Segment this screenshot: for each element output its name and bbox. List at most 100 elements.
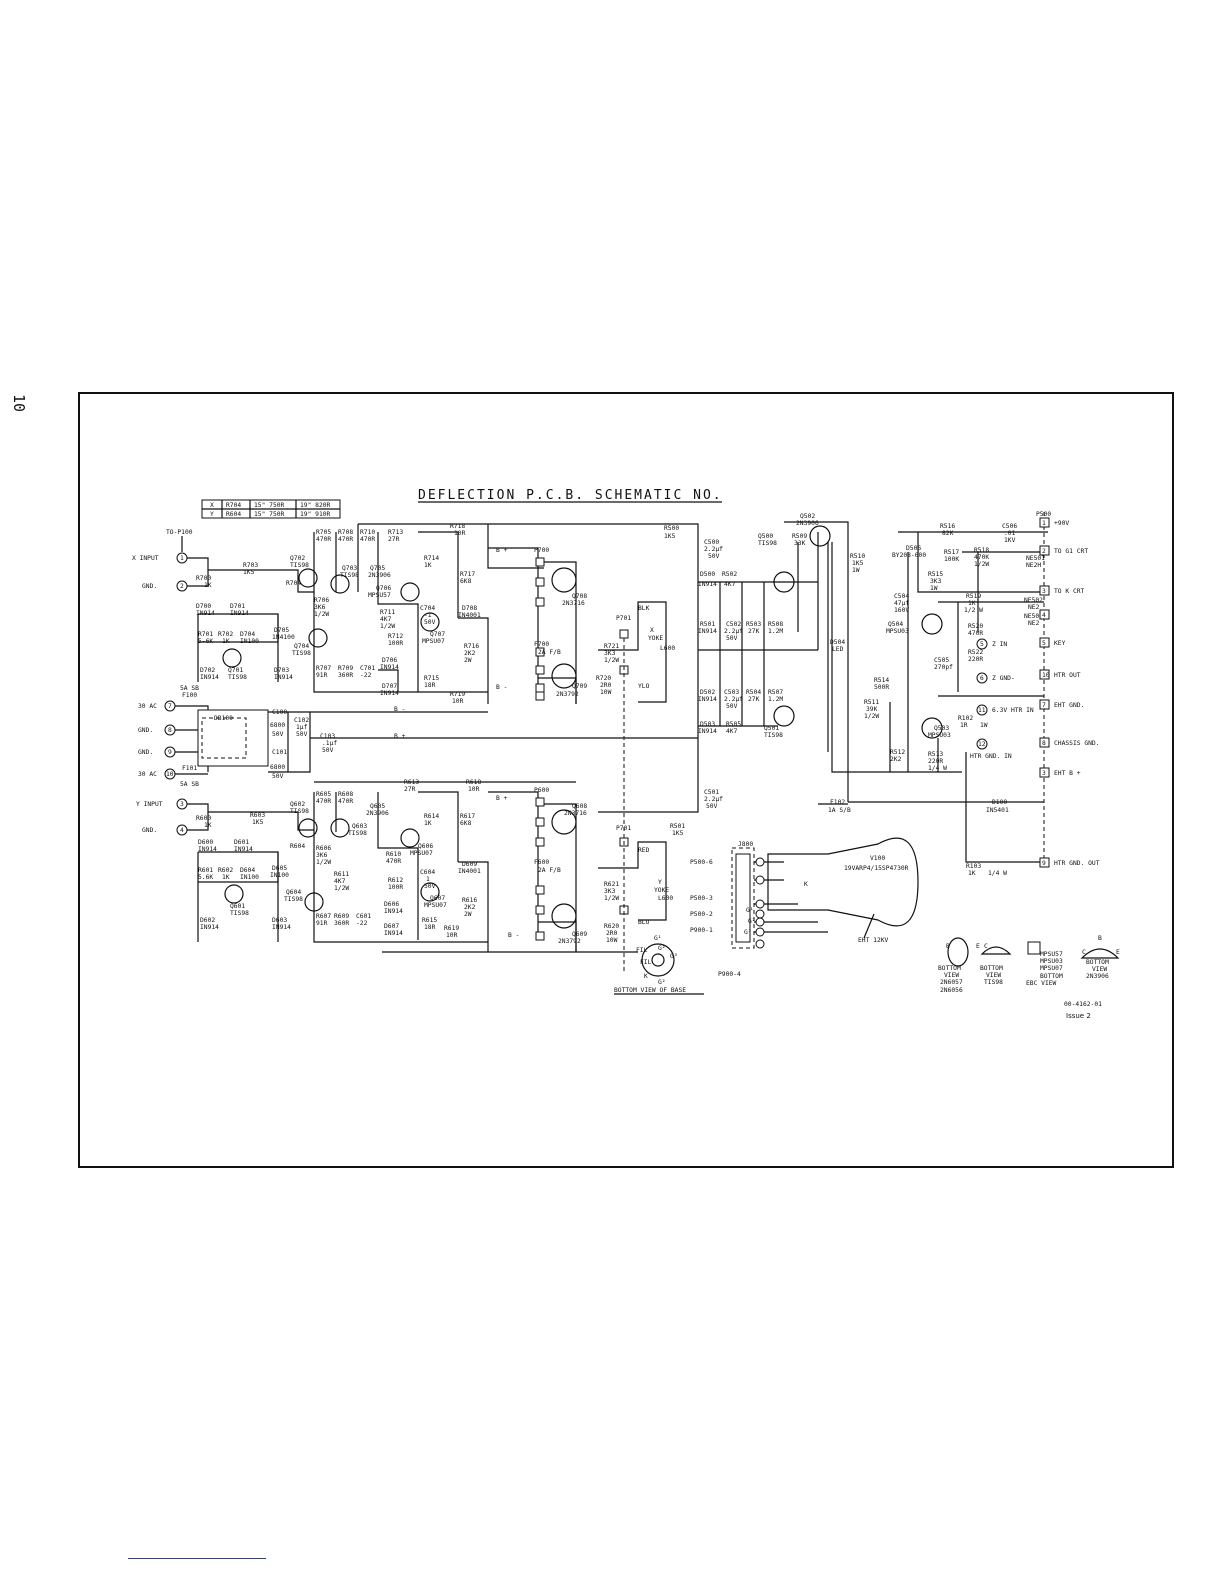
component-label: R702: [218, 631, 233, 638]
component-label: MPSU57: [1040, 951, 1063, 958]
p500-pin-pad: [1039, 669, 1050, 680]
schematic-drawing: DEFLECTION P.C.B. SCHEMATIC NO. X R704 1…: [132, 488, 1120, 1020]
p500-pin-pad: [1039, 699, 1050, 710]
component-label: 1K: [222, 638, 230, 645]
component-label: P600: [534, 787, 549, 794]
component-label: 47μf: [894, 600, 909, 607]
component-label: R617: [460, 813, 475, 820]
component-label: F100: [182, 692, 197, 699]
pin-label: 12: [978, 741, 986, 748]
component-label: Q707: [430, 631, 445, 638]
component-label: MPSU03: [928, 732, 951, 739]
component-label: 1K: [968, 870, 976, 877]
component-label: 1K: [204, 822, 212, 829]
component-label: C604: [420, 869, 435, 876]
component-label: G²: [658, 979, 666, 986]
component-label: 1K: [222, 874, 230, 881]
component-label: G³: [744, 929, 752, 936]
component-label: Q609: [572, 931, 587, 938]
component-label: Q704: [294, 643, 309, 650]
component-label: 10R: [446, 932, 458, 939]
component-label: R605: [316, 791, 331, 798]
component-label: 19VARP4/15SP4730R: [844, 865, 909, 872]
component-label: R504: [746, 689, 761, 696]
component-label: 10W: [606, 937, 618, 944]
component-label: R608: [338, 791, 353, 798]
component-label: B: [1098, 935, 1102, 942]
table-cell: Y: [210, 511, 214, 518]
component-label: 360R: [338, 672, 353, 679]
component-label: 220R: [928, 758, 943, 765]
doc-number: 00-4162-01: [1064, 1001, 1102, 1008]
p500-pin-label: CHASSIS GND.: [1054, 740, 1100, 747]
component-label: IN914: [698, 728, 717, 735]
component-label: IN914: [272, 924, 291, 931]
component-label: VIEW: [1092, 966, 1107, 973]
component-label: IN100: [270, 872, 289, 879]
table-cell: R604: [226, 511, 241, 518]
gnd-label: GND.: [142, 827, 157, 834]
component-label: D701: [230, 603, 245, 610]
component-label: 500R: [874, 684, 889, 691]
component-label: 91R: [316, 672, 328, 679]
component-label: 2A F/B: [538, 867, 561, 874]
pin-label: 2: [180, 583, 184, 590]
component-label: 1W: [980, 722, 988, 729]
component-label: D705: [274, 627, 289, 634]
component-label: G²: [658, 945, 666, 952]
component-label: TIS98: [758, 540, 777, 547]
component-label: 91R: [316, 920, 328, 927]
component-label: 1K: [204, 582, 212, 589]
component-label: F600: [534, 859, 549, 866]
component-label: 100R: [388, 640, 403, 647]
component-label: R703: [243, 562, 258, 569]
p500-3-label: P500-3: [690, 895, 713, 902]
component-label: R714: [424, 555, 439, 562]
component-label: MPSU03: [1040, 958, 1063, 965]
component-label: NE2H: [1026, 562, 1041, 569]
component-label: 1N4100: [272, 634, 295, 641]
component-label: 1: [426, 876, 430, 883]
component-label: 470R: [968, 630, 983, 637]
y-channel-wiring: [187, 781, 667, 953]
component-label: R607: [316, 913, 331, 920]
component-label: 2N3906: [368, 572, 391, 579]
component-label: FIL: [636, 947, 648, 954]
component-label: 39K: [866, 706, 878, 713]
component-label: C102: [294, 717, 309, 724]
component-label: 1.2M: [768, 696, 783, 703]
p500-pin-number: 8: [1042, 740, 1046, 747]
component-label: R711: [380, 609, 395, 616]
component-label: G²: [748, 918, 756, 925]
component-label: D609: [462, 861, 477, 868]
p500-6-label: P500-6: [690, 859, 713, 866]
component-label: P701: [616, 615, 631, 622]
z-amplifier-wiring: [598, 521, 1048, 863]
component-label: 1K5: [252, 819, 264, 826]
component-label: 470K: [974, 554, 989, 561]
component-label: 10W: [600, 689, 612, 696]
component-label: C701: [360, 665, 375, 672]
component-label: D606: [384, 901, 399, 908]
component-label: BLK: [638, 605, 650, 612]
component-label: R610: [386, 851, 401, 858]
component-label: Q502: [800, 513, 815, 520]
page-number: 10: [10, 394, 28, 413]
component-label: R606: [316, 845, 331, 852]
component-label: R510: [850, 553, 865, 560]
component-label: MPSU57: [368, 592, 391, 599]
component-label: 50V: [706, 803, 718, 810]
component-label: 2A F/B: [538, 649, 561, 656]
p500-header: P500: [1036, 511, 1051, 518]
component-label: R505: [726, 721, 741, 728]
component-label: 2N3716: [564, 810, 587, 817]
z-in-label: Z IN: [992, 641, 1007, 648]
component-label: R501: [670, 823, 685, 830]
bminus-rail-label: B -: [508, 932, 519, 939]
component-label: BOTTOM: [980, 965, 1003, 972]
component-label: R615: [422, 917, 437, 924]
gnd-label: GND.: [138, 727, 153, 734]
y-input-label: Y INPUT: [136, 801, 163, 808]
component-label: 1/4 W: [988, 870, 1007, 877]
component-label: NE2: [1028, 620, 1040, 627]
